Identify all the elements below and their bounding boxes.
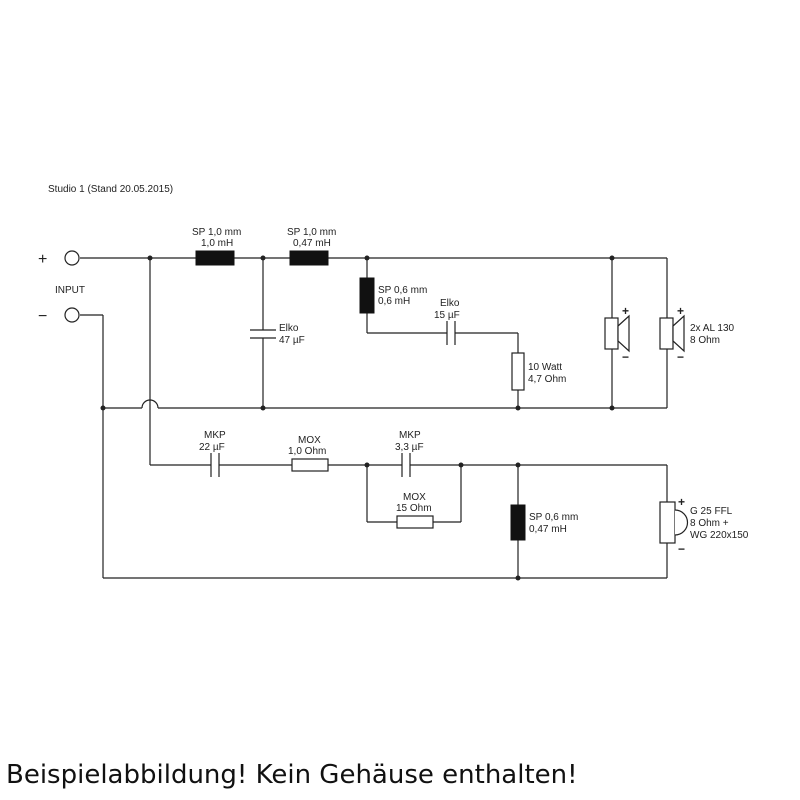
svg-text:SP 0,6 mm: SP 0,6 mm bbox=[529, 512, 578, 523]
svg-text:3,3 µF: 3,3 µF bbox=[395, 442, 424, 453]
capacitor-mkp-3-3: MKP 3,3 µF bbox=[395, 430, 424, 477]
inductor-sp3: SP 0,6 mm 0,6 mH bbox=[359, 277, 427, 314]
svg-text:MOX: MOX bbox=[403, 492, 426, 503]
svg-text:−: − bbox=[677, 350, 684, 364]
svg-text:+: + bbox=[622, 304, 629, 318]
input-minus-terminal bbox=[64, 307, 80, 323]
wires bbox=[80, 257, 668, 579]
svg-text:Elko: Elko bbox=[440, 298, 460, 309]
input-terminals: + INPUT − bbox=[38, 250, 85, 325]
svg-text:SP 1,0 mm: SP 1,0 mm bbox=[287, 227, 336, 238]
svg-text:−: − bbox=[678, 542, 685, 556]
svg-text:0,6 mH: 0,6 mH bbox=[378, 296, 410, 307]
svg-text:2x AL 130: 2x AL 130 bbox=[690, 323, 735, 334]
inductor-sp1: SP 1,0 mm 1,0 mH bbox=[192, 227, 241, 266]
resistor-r1: 10 Watt 4,7 Ohm bbox=[511, 352, 566, 391]
resistor-mox-2: MOX 15 Ohm bbox=[396, 492, 434, 529]
svg-text:+: + bbox=[678, 495, 685, 509]
tweeter-speaker: + − G 25 FFL 8 Ohm + WG 220x150 bbox=[659, 495, 749, 556]
svg-text:−: − bbox=[622, 350, 629, 364]
svg-text:8 Ohm +: 8 Ohm + bbox=[690, 518, 729, 529]
resistor-mox-1: MOX 1,0 Ohm bbox=[288, 435, 329, 472]
input-plus-terminal bbox=[64, 250, 80, 266]
inductor-sp2: SP 1,0 mm 0,47 mH bbox=[287, 227, 336, 266]
svg-text:15 µF: 15 µF bbox=[434, 310, 460, 321]
input-label: INPUT bbox=[55, 285, 85, 296]
svg-text:0,47 mH: 0,47 mH bbox=[529, 524, 567, 535]
capacitor-elko-47: Elko 47 µF bbox=[250, 323, 305, 346]
svg-text:G 25 FFL: G 25 FFL bbox=[690, 506, 733, 517]
svg-text:15 Ohm: 15 Ohm bbox=[396, 503, 432, 514]
input-plus-sign: + bbox=[38, 251, 47, 268]
input-minus-sign: − bbox=[38, 308, 47, 325]
svg-text:+: + bbox=[677, 304, 684, 318]
svg-text:MOX: MOX bbox=[298, 435, 321, 446]
svg-text:SP 1,0 mm: SP 1,0 mm bbox=[192, 227, 241, 238]
woofer-speaker-2: + − 2x AL 130 8 Ohm bbox=[659, 304, 735, 364]
capacitor-mkp-22: MKP 22 µF bbox=[199, 430, 226, 477]
inductor-sp4: SP 0,6 mm 0,47 mH bbox=[510, 504, 578, 541]
svg-text:8 Ohm: 8 Ohm bbox=[690, 335, 720, 346]
junction-dots bbox=[100, 255, 615, 581]
svg-text:1,0 mH: 1,0 mH bbox=[201, 238, 233, 249]
schematic-title: Studio 1 (Stand 20.05.2015) bbox=[48, 184, 173, 195]
svg-text:WG 220x150: WG 220x150 bbox=[690, 530, 749, 541]
caption-text: Beispielabbildung! Kein Gehäuse enthalte… bbox=[6, 760, 578, 790]
svg-text:MKP: MKP bbox=[399, 430, 421, 441]
svg-text:0,47 mH: 0,47 mH bbox=[293, 238, 331, 249]
svg-text:47 µF: 47 µF bbox=[279, 335, 305, 346]
svg-text:4,7 Ohm: 4,7 Ohm bbox=[528, 374, 566, 385]
svg-text:22 µF: 22 µF bbox=[199, 442, 225, 453]
capacitor-elko-15: Elko 15 µF bbox=[434, 298, 460, 345]
svg-text:MKP: MKP bbox=[204, 430, 226, 441]
svg-text:Elko: Elko bbox=[279, 323, 299, 334]
svg-text:1,0 Ohm: 1,0 Ohm bbox=[288, 446, 326, 457]
svg-text:10 Watt: 10 Watt bbox=[528, 362, 562, 373]
woofer-speaker-1: + − bbox=[604, 304, 630, 364]
svg-text:SP 0,6 mm: SP 0,6 mm bbox=[378, 285, 427, 296]
